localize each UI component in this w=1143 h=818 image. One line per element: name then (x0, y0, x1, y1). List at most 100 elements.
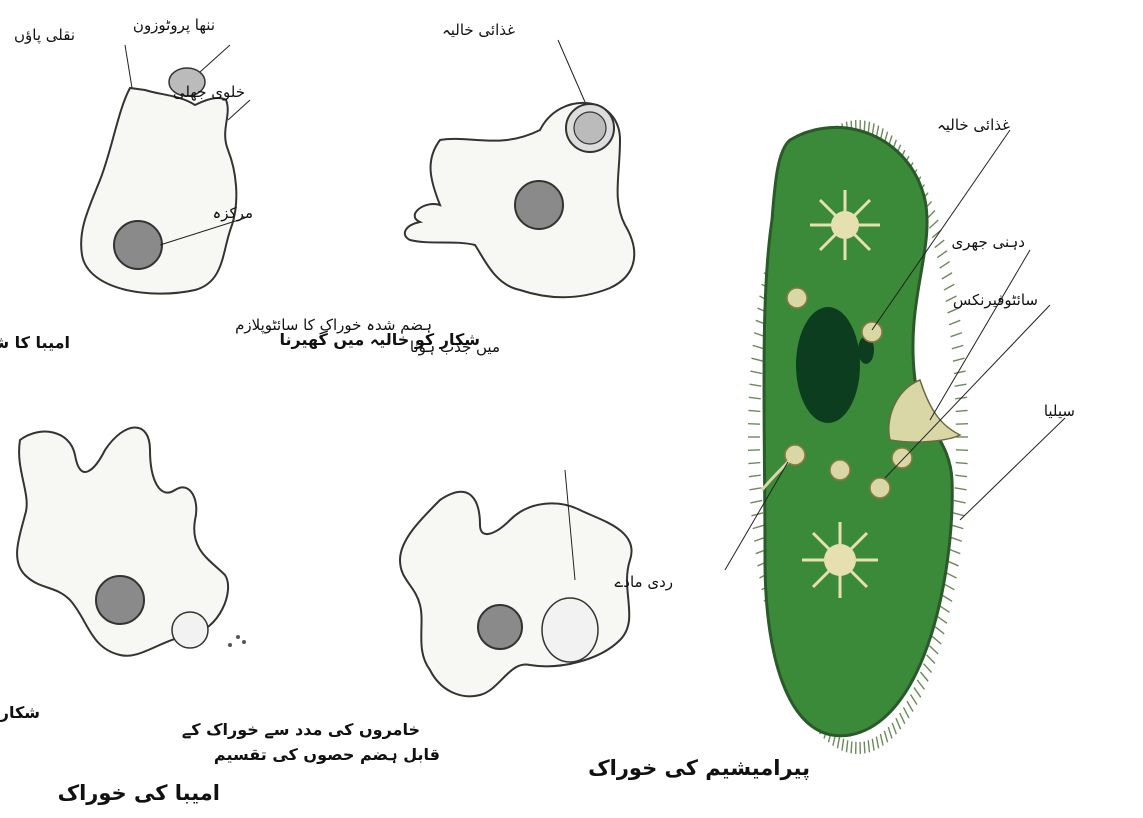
food-vacuole (870, 478, 890, 498)
cilium (956, 450, 968, 451)
cilium (884, 731, 887, 743)
cilium (927, 655, 935, 664)
waste-particle (228, 643, 232, 647)
cilium (880, 734, 883, 746)
food-vacuole (787, 288, 807, 308)
digestive-vacuole (542, 598, 598, 662)
cilium (956, 463, 968, 464)
cilium (937, 251, 947, 258)
cilium (955, 384, 967, 386)
cilium (952, 525, 963, 528)
label-absorption-line-2: میں جذب ہونا (410, 338, 500, 356)
cilium (935, 626, 944, 633)
cilium (955, 475, 967, 477)
amoeba-title: امیبا کی خوراک (58, 781, 220, 805)
cilium (903, 707, 909, 718)
amoeba-nucleus (96, 576, 144, 624)
cilium (872, 123, 874, 135)
cilium (748, 424, 760, 425)
label-prey: ننھا پروٹوزون (133, 16, 215, 35)
label-pseudopod: نقلی پاؤں (14, 26, 75, 45)
waste-particle (242, 640, 246, 644)
cilium (949, 549, 960, 553)
engulfed-prey (574, 112, 606, 144)
food-vacuole (862, 322, 882, 342)
cilium (955, 488, 967, 490)
cilium (753, 345, 764, 348)
cilium (940, 262, 950, 269)
cilium (837, 737, 839, 749)
egestion-vacuole (172, 612, 208, 648)
cilium (953, 513, 965, 516)
label-waste: ردی مادے (614, 573, 673, 591)
waste-particle (236, 635, 240, 639)
paramecium-title: پیرامیشیم کی خوراک (588, 756, 810, 780)
cilium (935, 240, 944, 247)
food-vacuole (892, 448, 912, 468)
amoeba-stage-2: غذائی خالیہ شکار کو خالیہ میں گھیرنا (279, 21, 634, 349)
cilium (944, 284, 955, 290)
cilium (868, 740, 869, 752)
amoeba-body (400, 492, 632, 696)
cilium (956, 424, 968, 425)
caption-stage-4-line-1: خامروں کی مدد سے خوراک کے (182, 720, 420, 739)
cilium (942, 595, 952, 601)
cilium (954, 500, 966, 502)
label-oral-groove: دہنی جھری (952, 233, 1025, 251)
cilium (953, 358, 965, 361)
cilium (932, 636, 941, 644)
cilium (896, 718, 901, 729)
cilium (920, 672, 928, 681)
cilium (753, 525, 764, 528)
cilium (951, 537, 962, 541)
cilium (892, 723, 896, 734)
label-cell-membrane: خلوی جھلی (173, 83, 245, 101)
amoeba-stage-3: شکار کے ناقابل ہضم اجزا کا اخراج (0, 428, 246, 723)
food-vacuole (830, 460, 850, 480)
label-food-vacuole: غذائی خالیہ (442, 21, 515, 39)
cilium (952, 345, 963, 348)
macronucleus (796, 307, 860, 423)
cilium (948, 561, 959, 566)
cilium (851, 741, 852, 753)
cilium (937, 616, 947, 623)
cilium (942, 273, 952, 279)
caption-stage-3: شکار کے ناقابل ہضم اجزا کا اخراج (0, 703, 40, 722)
cilium (949, 320, 960, 324)
cilium (924, 664, 932, 673)
cilium (914, 687, 921, 697)
amoeba-stage-4: ہضم شدہ خوراک کا سائٹوپلازم میں جذب ہونا… (182, 316, 632, 764)
cilium (900, 713, 905, 724)
cilium (847, 740, 848, 752)
cilium (749, 397, 761, 399)
cilium (911, 695, 917, 705)
cilium (872, 739, 874, 751)
cilium (842, 739, 844, 751)
cilium (946, 573, 957, 578)
amoeba-body (81, 88, 236, 294)
cilium (917, 680, 924, 690)
amoeba-stage-1: نقلی پاؤں ننھا پروٹوزون خلوی جھلی مرکزہ … (0, 16, 253, 352)
cilium (751, 358, 763, 361)
cilium (888, 727, 892, 738)
label-food-vacuole: غذائی خالیہ (937, 116, 1010, 134)
cilium (750, 384, 762, 386)
label-absorption-line-1: ہضم شدہ خوراک کا سائٹوپلازم (235, 316, 432, 335)
cilium (864, 741, 865, 753)
cilium (907, 701, 913, 711)
cilium (956, 410, 968, 411)
label-cilia: سیلیا (1044, 402, 1075, 420)
caption-stage-1: امیبا کا شکار (0, 333, 70, 352)
contractile-vacuole-top (810, 190, 880, 260)
paramecium: غذائی خالیہ دہنی جھری سائٹوفیرنکس سیلیا … (588, 116, 1075, 780)
cilium (750, 488, 762, 490)
amoeba-nucleus (114, 221, 162, 269)
cilium (929, 220, 938, 228)
cilium (748, 410, 760, 411)
cilium (940, 606, 950, 613)
contractile-vacuole-bottom (802, 522, 878, 598)
cilium (750, 371, 762, 373)
cilium (868, 122, 869, 134)
cilium (954, 371, 966, 373)
